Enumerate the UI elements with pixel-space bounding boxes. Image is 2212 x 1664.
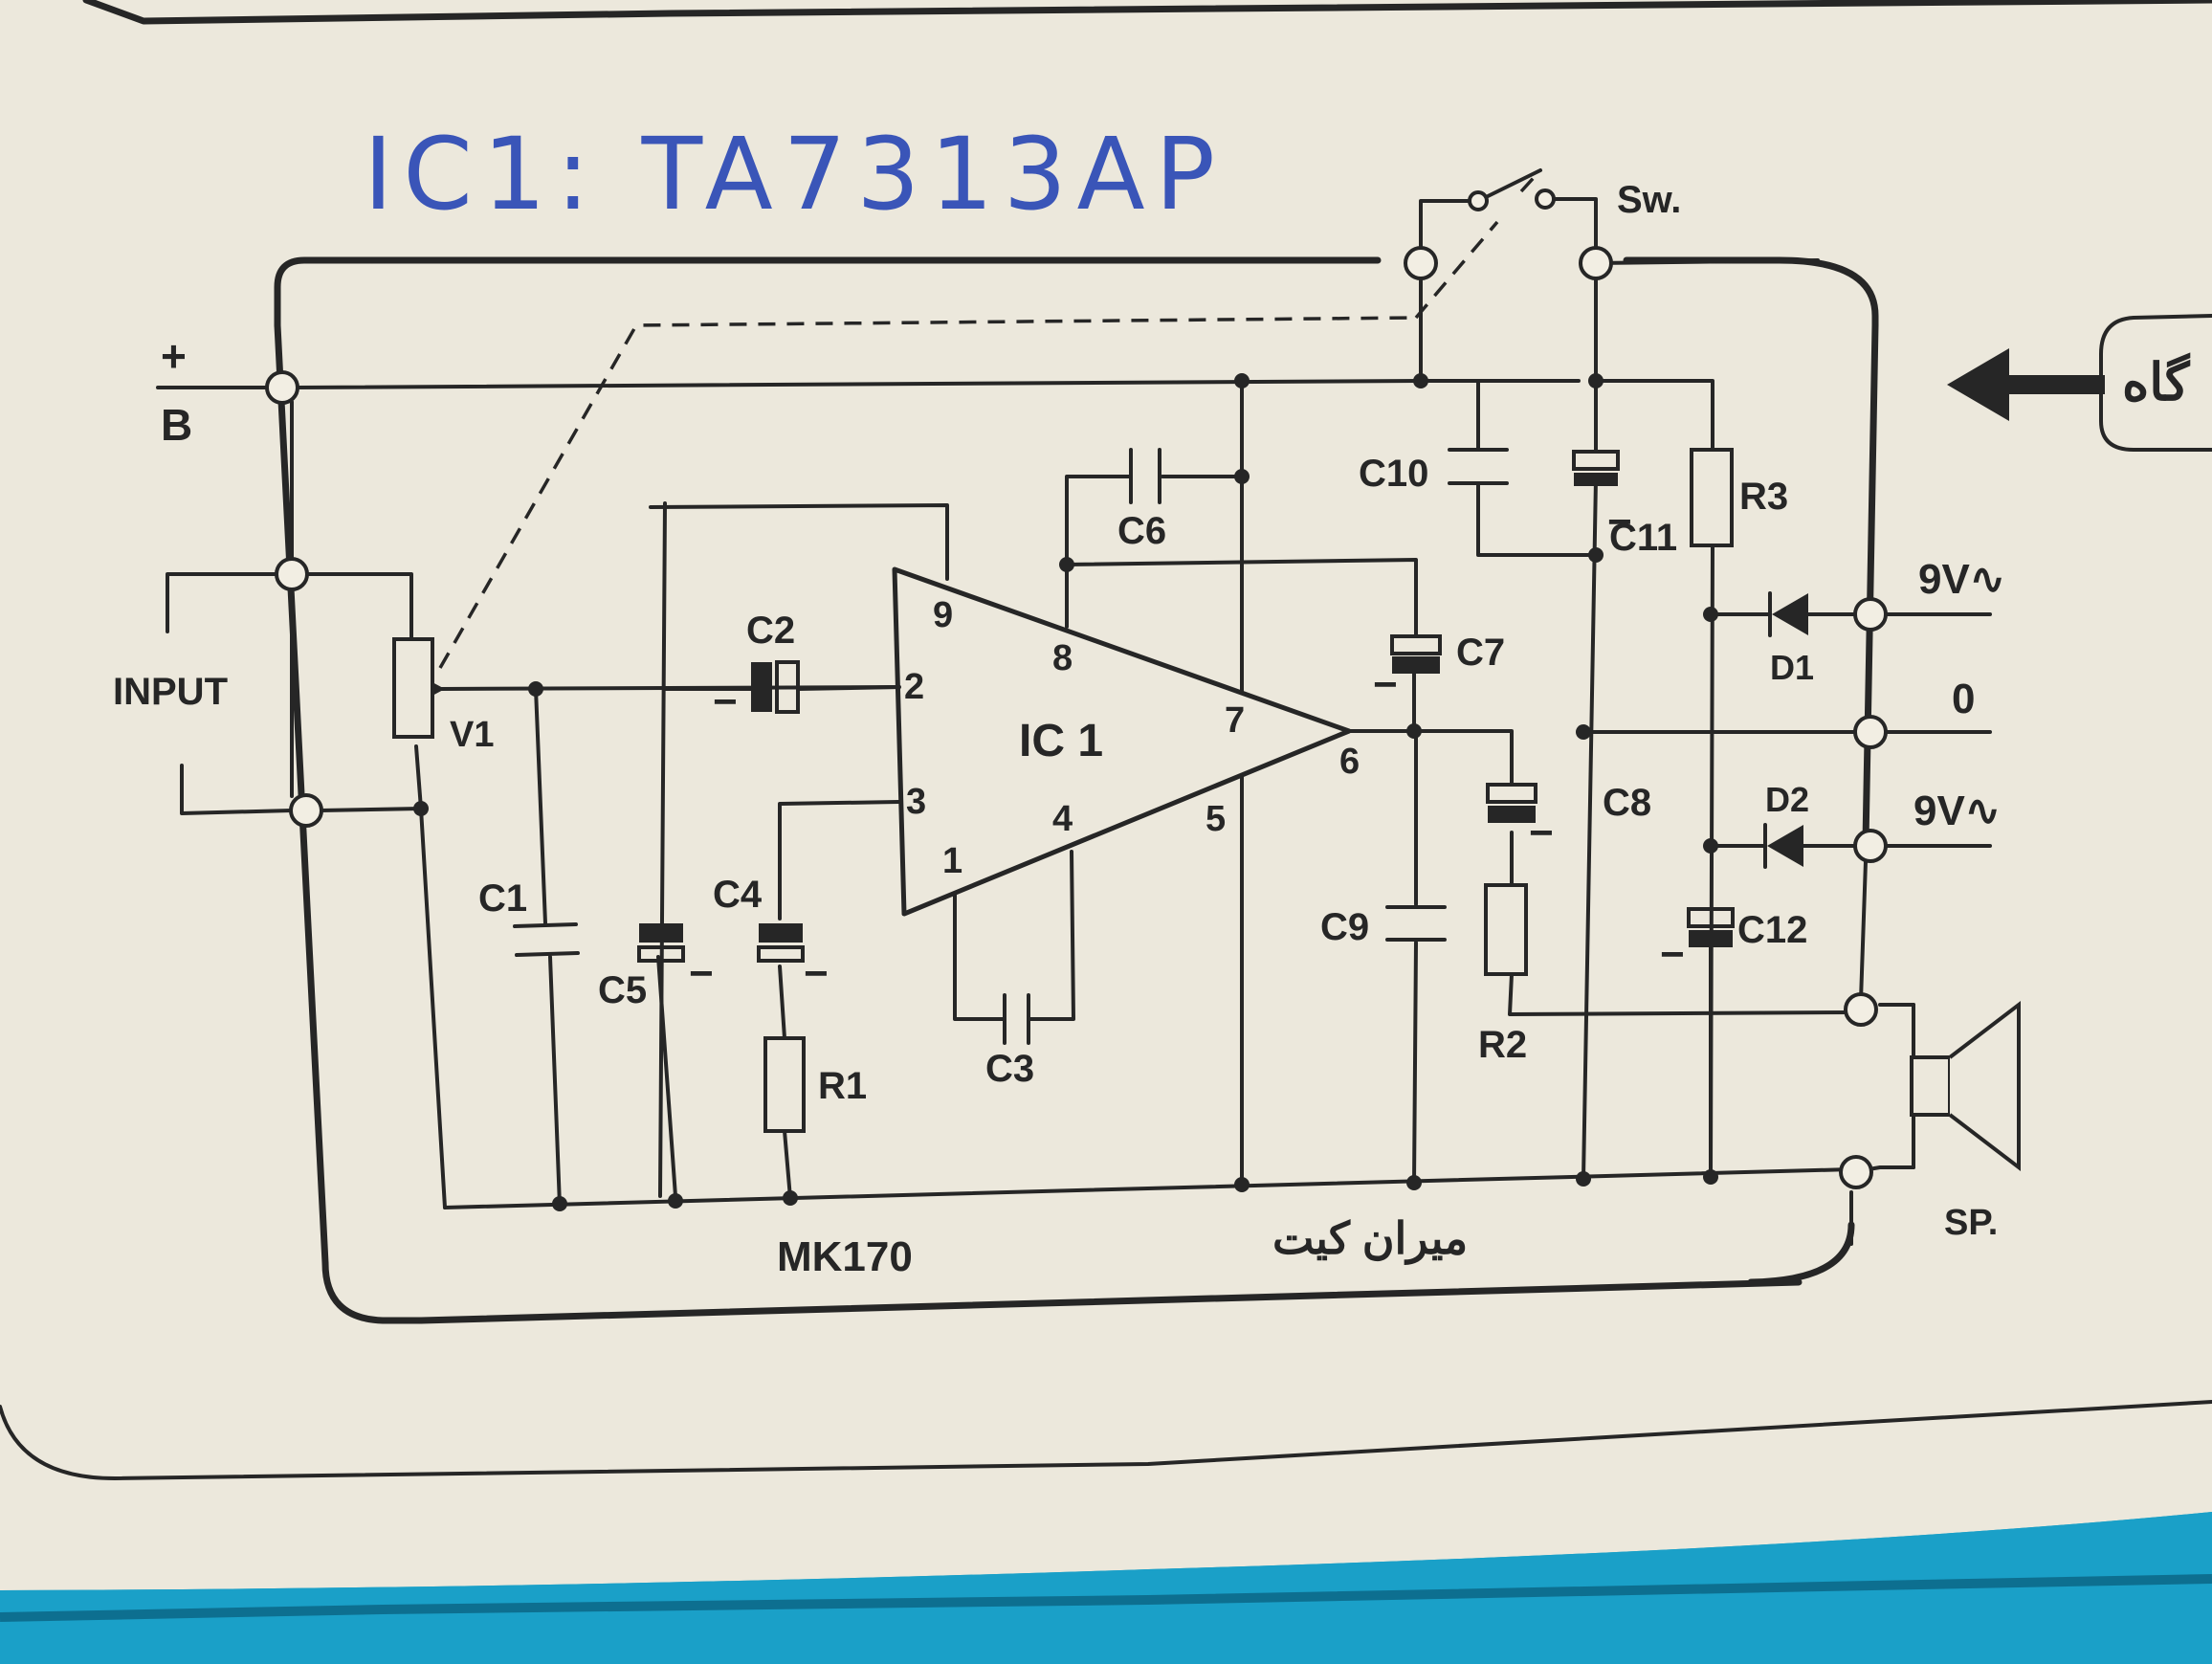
background-surface (0, 1512, 2212, 1659)
ac-input-top-label: 9V∿ (1918, 556, 2005, 603)
ecap-c4 (757, 923, 805, 963)
brand-persian: میران کیت (1272, 1213, 1468, 1265)
ic-pin-4: 4 (1052, 799, 1073, 839)
kit-code: MK170 (777, 1233, 913, 1280)
c2-label: C2 (746, 610, 795, 652)
paper-bottom-border (0, 1400, 2212, 1480)
v1-label: V1 (450, 715, 494, 755)
ecap-c11 (1572, 450, 1620, 486)
terminal-zero (1853, 715, 1888, 749)
c9-label: C9 (1320, 906, 1369, 948)
terminal-input-top (275, 557, 309, 591)
c11-minus: − (1607, 499, 1632, 545)
ecap-c12 (1687, 907, 1735, 947)
c5-minus: − (689, 950, 714, 997)
diode-d2 (1763, 823, 1803, 869)
v1-potentiometer (392, 637, 434, 739)
gang-link-dashed (438, 220, 1499, 669)
ic-pin-8: 8 (1052, 638, 1073, 678)
c7-minus: − (1373, 661, 1398, 708)
handwritten-title: IC1: TA7313AP (364, 116, 1215, 233)
c5-label: C5 (598, 969, 647, 1011)
r2-label: R2 (1478, 1024, 1527, 1066)
switch-label: Sw. (1617, 179, 1681, 221)
capacitor-c9 (1385, 905, 1447, 942)
ic-pin-9: 9 (933, 595, 953, 635)
resistor-r2 (1484, 883, 1528, 976)
capacitor-c6 (1129, 448, 1161, 504)
terminal-ac2 (1853, 829, 1888, 863)
ic-pin-7: 7 (1225, 700, 1245, 741)
r1-label: R1 (818, 1065, 867, 1107)
terminal-b-plus (265, 370, 299, 405)
c7-label: C7 (1456, 632, 1505, 674)
ic-pin-5: 5 (1206, 799, 1226, 839)
ic-pin-1: 1 (942, 841, 962, 881)
c8-minus: − (1529, 810, 1554, 856)
ic-pin-6: 6 (1339, 742, 1360, 782)
speaker-icon (1910, 1000, 2021, 1172)
d1-label: D1 (1770, 648, 1814, 687)
ic1-label: IC 1 (1019, 716, 1103, 766)
d2-label: D2 (1765, 780, 1809, 819)
supply-b-label: B (161, 400, 192, 450)
terminal-sp-top (1844, 992, 1878, 1027)
ic-pin-3: 3 (906, 782, 926, 822)
terminal-sw-left (1404, 246, 1438, 280)
c10-label: C10 (1359, 453, 1428, 495)
ecap-c8 (1486, 783, 1537, 823)
wires (156, 168, 1992, 1246)
input-label: INPUT (113, 671, 228, 713)
capacitor-c3 (1003, 993, 1030, 1045)
surface-edge (0, 1574, 2212, 1622)
wiper-arrow-icon (431, 681, 445, 697)
side-tag-text: گاه (2122, 352, 2191, 411)
zero-label: 0 (1952, 676, 1975, 722)
c8-label: C8 (1603, 782, 1651, 824)
ecap-c7 (1390, 634, 1442, 674)
capacitor-c1 (513, 922, 580, 957)
c4-minus: − (804, 950, 829, 997)
c3-label: C3 (985, 1048, 1034, 1090)
switch-contact-right (1535, 189, 1556, 210)
resistor-r1 (763, 1036, 806, 1133)
c11-label: C11 (1609, 517, 1677, 559)
junction-dots (413, 373, 1718, 1211)
side-tag-box (2099, 314, 2212, 452)
terminal-ac1 (1853, 597, 1888, 632)
c4-label: C4 (713, 874, 763, 916)
ac-input-bottom-label: 9V∿ (1913, 788, 2001, 834)
ic1-amplifier-symbol (892, 566, 1352, 917)
ic-pin-2: 2 (904, 667, 924, 707)
c1-label: C1 (478, 877, 527, 920)
speaker-label: SP. (1944, 1203, 1998, 1243)
c12-minus: − (1660, 931, 1685, 978)
c2-minus: − (713, 678, 738, 725)
frame (274, 256, 1879, 1324)
terminals (265, 189, 1888, 1189)
c6-label: C6 (1117, 510, 1166, 552)
resistor-r3 (1690, 448, 1734, 547)
r3-label: R3 (1739, 476, 1788, 518)
terminal-input-bottom (289, 793, 323, 828)
paper-top-border (82, 0, 2212, 25)
c12-label: C12 (1737, 909, 1807, 951)
ecap-c2 (663, 660, 901, 714)
switch-contact-left (1468, 190, 1489, 211)
diode-d1 (1768, 591, 1808, 637)
terminal-sw-right (1579, 246, 1613, 280)
ecap-c5 (637, 923, 685, 963)
supply-plus: + (161, 331, 187, 381)
capacitor-c10 (1448, 448, 1509, 485)
terminal-sp-bottom (1839, 1155, 1873, 1189)
arrow-icon (1947, 348, 2105, 421)
